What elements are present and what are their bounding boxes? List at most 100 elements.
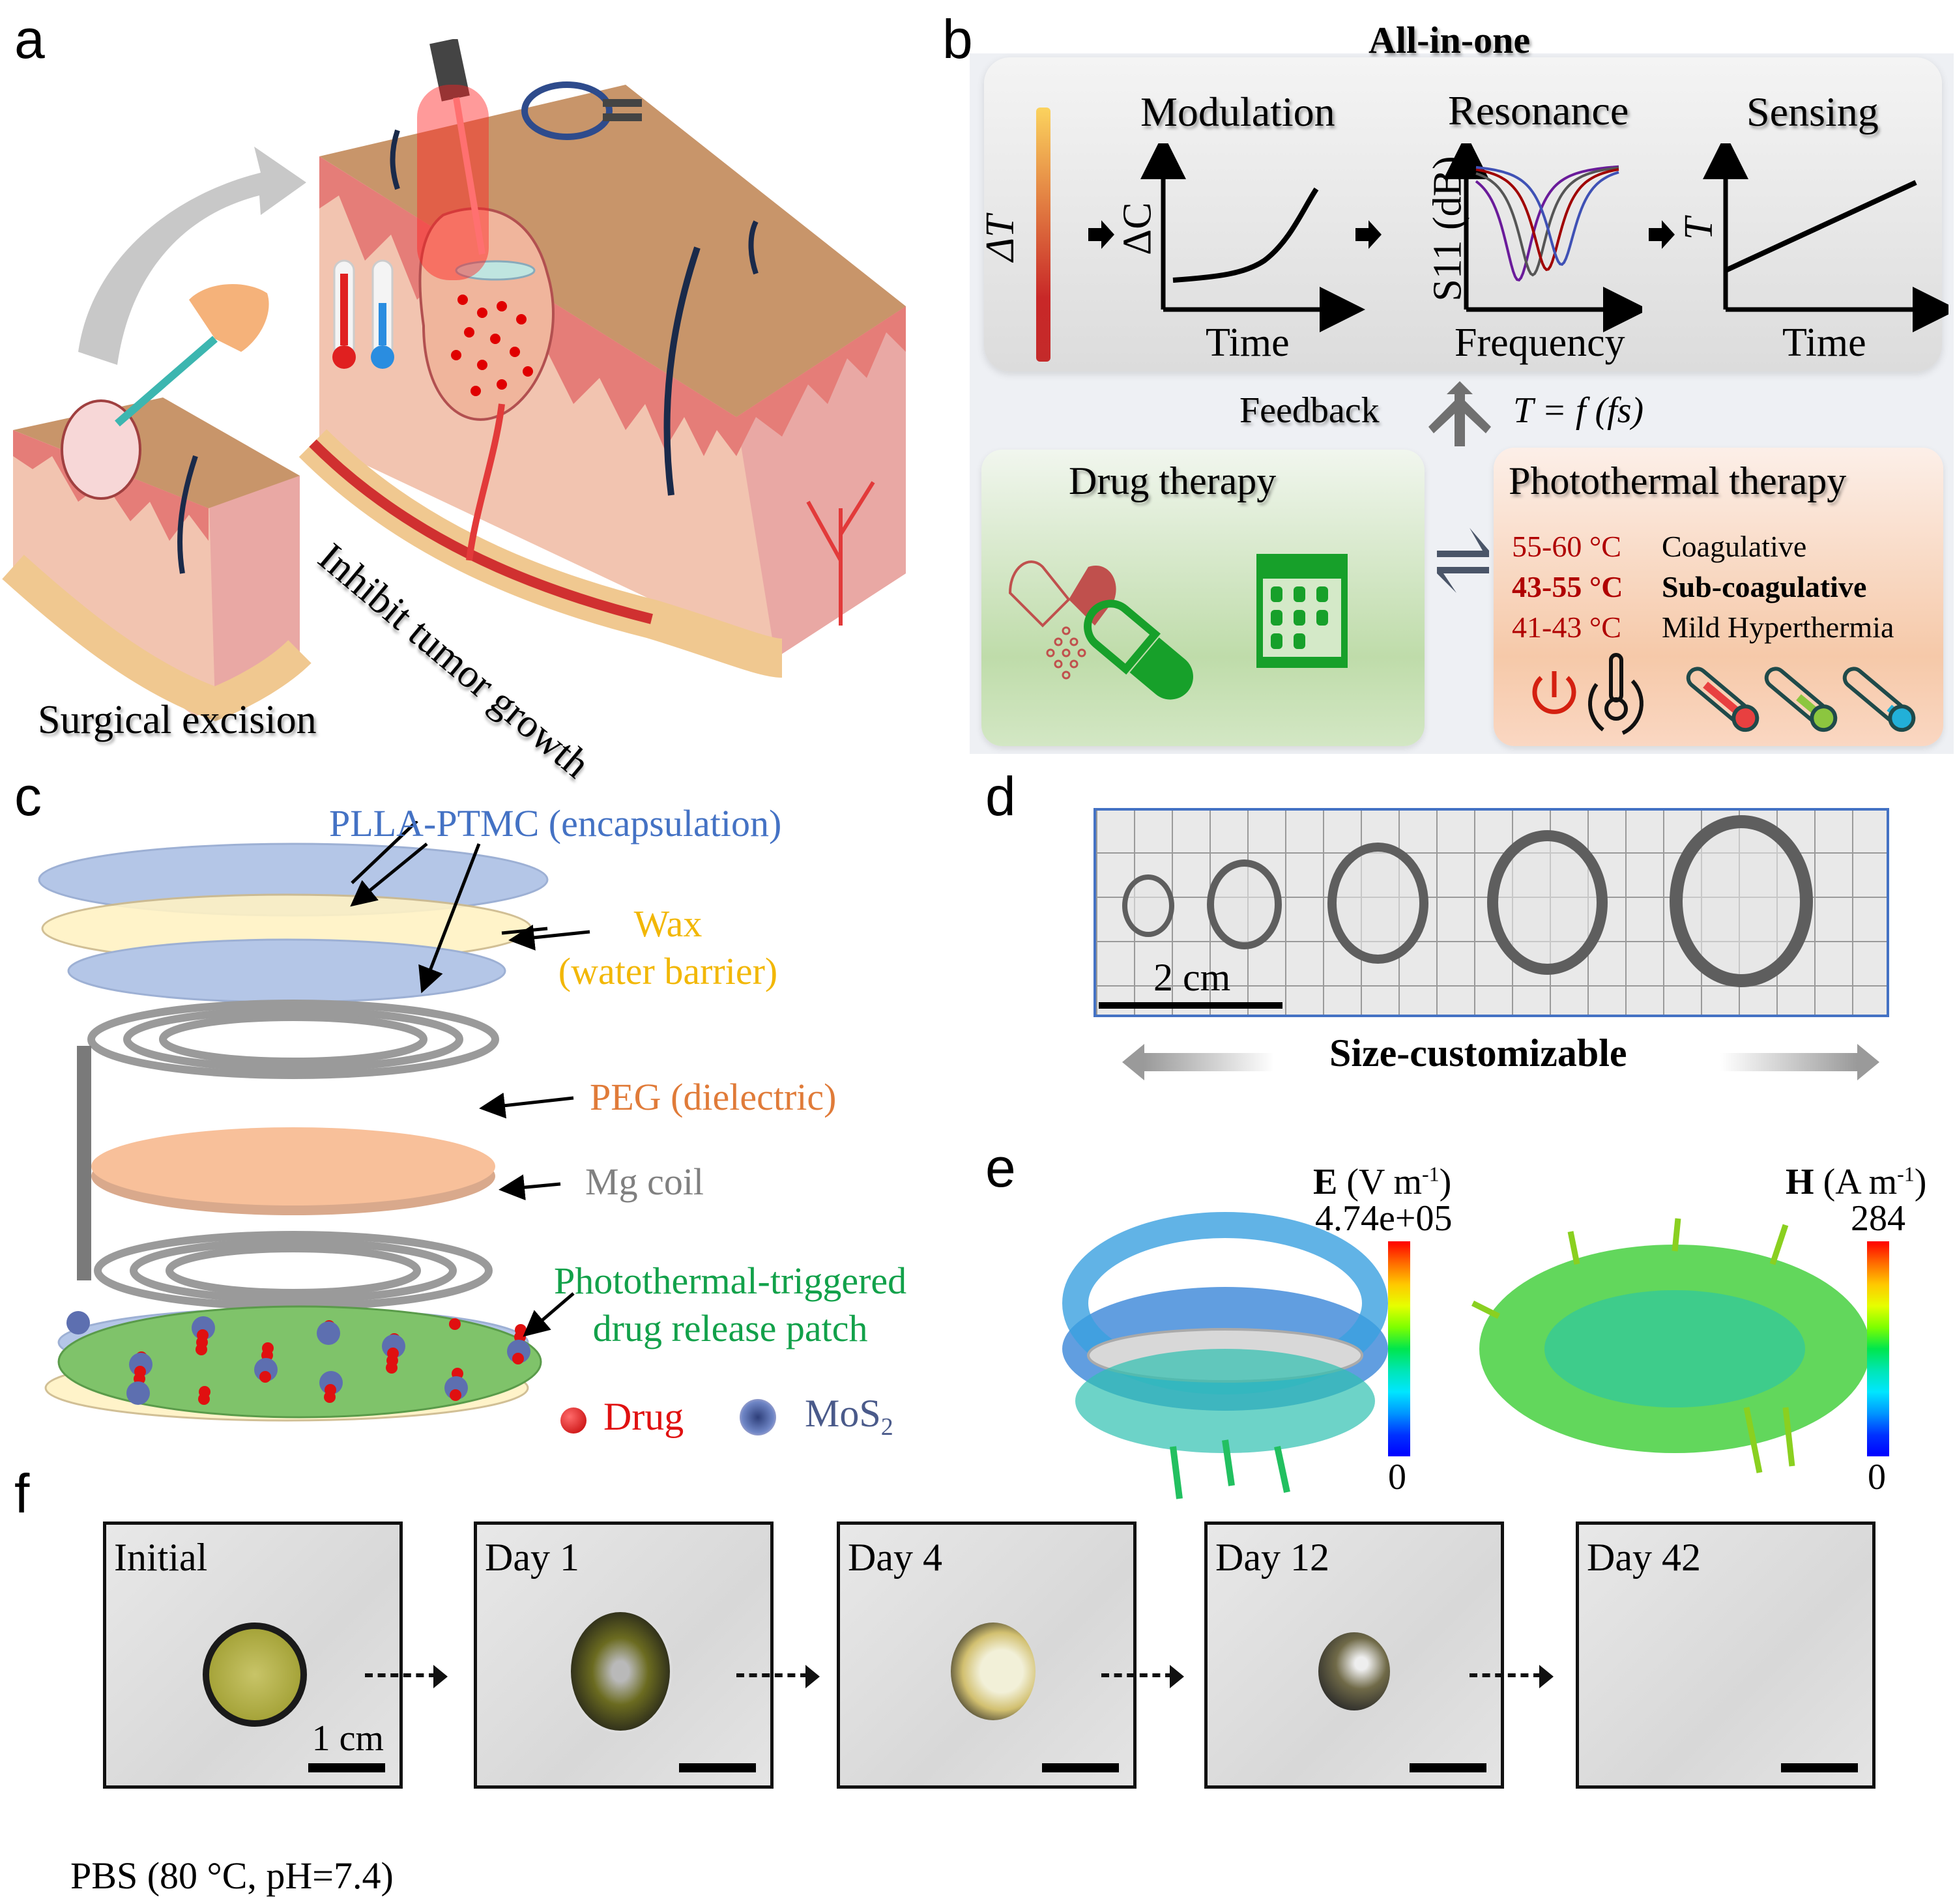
size-arrow-left-shaft (1144, 1053, 1274, 1071)
device-sample (568, 1609, 673, 1733)
frame-label: Day 4 (848, 1536, 942, 1579)
sensing-y-label: T (1677, 217, 1722, 240)
capsule-pill-icon (1084, 599, 1193, 700)
panel-letter-d: d (985, 766, 1016, 827)
temperature-range: 43-55 °C (1512, 570, 1623, 603)
modulation-plot (1088, 143, 1365, 332)
arrow-head-icon (1170, 1665, 1184, 1688)
coil-connector (77, 1046, 91, 1280)
scale-bar-label: 2 cm (1153, 956, 1231, 999)
h-colorbar-min: 0 (1868, 1457, 1886, 1497)
h-unit: (A m (1823, 1162, 1898, 1202)
coil-ring (1487, 829, 1608, 975)
capacitance-curve (1172, 187, 1319, 283)
time-arrow (1101, 1673, 1173, 1680)
pill-calendar-icon (1256, 554, 1348, 668)
e-colorbar (1388, 1241, 1410, 1456)
e-unit: (V m (1346, 1162, 1422, 1202)
e-symbol: E (1313, 1162, 1338, 1202)
layer-name: Photothermal-triggered (554, 1260, 907, 1302)
arrow-right-icon (1088, 220, 1114, 249)
s11-curve (1475, 165, 1619, 282)
laser-probe-icon (417, 39, 489, 280)
size-arrow-right-icon (1857, 1044, 1879, 1080)
degradation-frame-initial: Initial 1 cm (103, 1522, 403, 1789)
temperature-range: 55-60 °C (1512, 530, 1621, 563)
equilibrium-arrows-icon (1437, 528, 1489, 593)
layer-note: (water barrier) (558, 949, 778, 992)
panel-a-illustration (2, 39, 906, 721)
scale-bar (308, 1763, 385, 1772)
label-peg: PEG (dielectric) (590, 1076, 837, 1118)
drug-therapy-title: Drug therapy (1069, 459, 1277, 502)
legend-mos2-label: MoS (805, 1392, 881, 1435)
resonance-y-label: S11 (dB) (1425, 156, 1470, 302)
mg-coil-bottom (94, 1231, 493, 1310)
photothermal-icons (1532, 653, 1916, 735)
step-title-resonance: Resonance (1448, 87, 1629, 134)
peg-dielectric-layer (91, 1127, 495, 1215)
scale-bar-label: 1 cm (311, 1718, 384, 1759)
open-capsule-icon (1008, 560, 1116, 680)
legend-mos2: MoS2 (740, 1391, 893, 1441)
temperature-cycle-icon (1588, 653, 1644, 735)
thermometer-blue-icon (1842, 667, 1916, 732)
legend-drug-label: Drug (603, 1395, 684, 1438)
panel-letter-a: a (14, 8, 45, 70)
e-colorbar-min: 0 (1388, 1457, 1406, 1497)
size-arrow-left-icon (1122, 1044, 1144, 1080)
scale-bar (1410, 1763, 1486, 1772)
drug-particle (259, 1371, 271, 1383)
drug-release-patch (57, 1305, 542, 1419)
scale-bar (1781, 1763, 1858, 1772)
drug-particle (386, 1362, 398, 1374)
arrow-head-icon (805, 1665, 820, 1688)
arrow-right-icon (1355, 220, 1382, 249)
device-sample (951, 1623, 1035, 1720)
arrow-head-icon (1539, 1665, 1554, 1688)
layer-note: drug release patch (592, 1306, 868, 1349)
time-arrow (736, 1673, 808, 1680)
coil-ring (1122, 874, 1174, 937)
layer-note: (encapsulation) (548, 802, 782, 844)
h-symbol: H (1786, 1162, 1814, 1202)
size-customizable-label: Size-customizable (1329, 1031, 1627, 1075)
delta-t-label: ΔT (977, 215, 1022, 261)
power-icon (1532, 671, 1576, 714)
sensing-x-label: Time (1782, 321, 1866, 365)
degradation-frame-day1: Day 1 (474, 1522, 774, 1789)
mos2-particle (126, 1381, 150, 1405)
legend-mos2-subscript: 2 (880, 1413, 893, 1441)
modulation-y-label: ΔC (1115, 202, 1160, 255)
e-unit-exp: -1 (1422, 1162, 1440, 1186)
h-unit-close: ) (1914, 1162, 1927, 1202)
sensing-chain-box (984, 57, 1942, 371)
photothermal-therapy-title: Photothermal therapy (1509, 459, 1847, 502)
feedback-split-arrow-icon (1428, 381, 1491, 446)
nfc-reader-coil-icon (521, 81, 642, 140)
step-title-sensing: Sensing (1746, 89, 1879, 135)
h-colorbar (1867, 1241, 1889, 1456)
temperature-line (1724, 180, 1917, 273)
panel-letter-e: e (985, 1137, 1016, 1198)
drug-particle (198, 1393, 210, 1405)
h-unit-exp: -1 (1897, 1162, 1915, 1186)
device-sample (203, 1623, 307, 1727)
panel-letter-b: b (942, 8, 973, 70)
mos2-nanoflower-icon (740, 1399, 776, 1436)
regime-name: Mild Hyperthermia (1662, 611, 1894, 644)
degradation-condition-label: PBS (80 °C, pH=7.4) (70, 1854, 394, 1897)
arrow-head-icon (433, 1665, 448, 1688)
label-mg-coil: Mg coil (585, 1161, 704, 1203)
e-colorbar-max: 4.74e+05 (1315, 1198, 1453, 1239)
s11-curve (1475, 166, 1619, 266)
label-plla-ptmc: PLLA-PTMC (encapsulation) (329, 800, 781, 848)
curved-arrow-icon (78, 147, 306, 365)
panel-letter-f: f (14, 1463, 30, 1524)
mos2-particle (66, 1311, 90, 1334)
modulation-x-label: Time (1206, 321, 1290, 365)
panel-b-title: All-in-one (1368, 19, 1531, 61)
